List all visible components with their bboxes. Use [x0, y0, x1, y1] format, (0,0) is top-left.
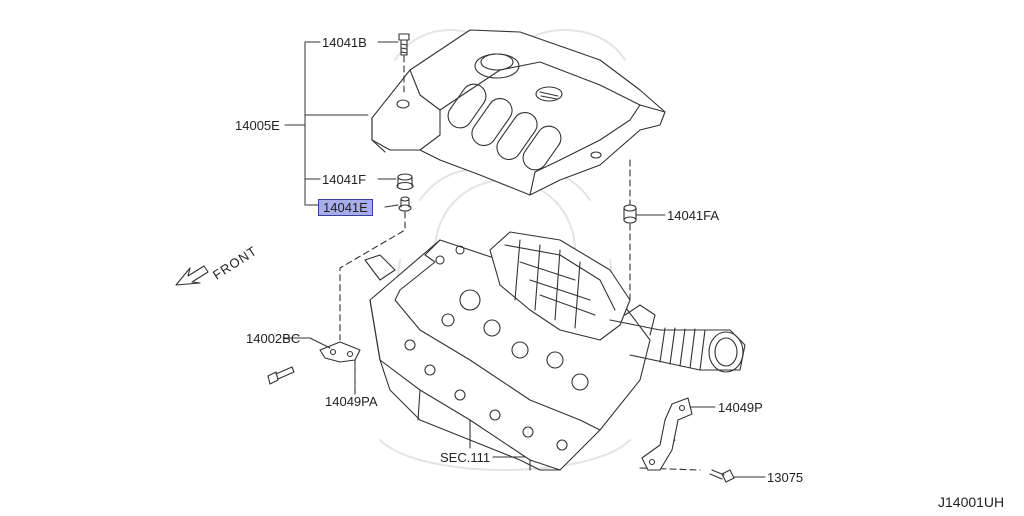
front-arrow-icon	[175, 265, 209, 286]
callout-14041E[interactable]: 14041E	[318, 199, 373, 216]
bolt-14002BC[interactable]	[267, 366, 295, 385]
spacer-14041E[interactable]	[398, 196, 412, 212]
callout-14041FA[interactable]: 14041FA	[667, 208, 720, 223]
callout-14049P[interactable]: 14049P	[718, 400, 763, 415]
engine-cover-14005E[interactable]	[371, 29, 666, 196]
callout-13075[interactable]: 13075	[767, 470, 804, 485]
leader-lines	[282, 41, 766, 478]
bracket-14049P[interactable]	[641, 397, 693, 471]
callout-14041F[interactable]: 14041F	[322, 172, 367, 187]
bolt-14041B[interactable]	[398, 33, 410, 56]
callout-sec111[interactable]: SEC.111	[440, 450, 491, 465]
diagram-code: J14001UH	[938, 494, 1005, 510]
callout-14041B[interactable]: 14041B	[322, 35, 367, 50]
callout-14049PA[interactable]: 14049PA	[325, 394, 378, 409]
grommet-14041FA[interactable]	[623, 204, 637, 224]
bracket-14049PA[interactable]	[319, 341, 361, 363]
bolt-13075[interactable]	[709, 469, 735, 483]
callout-14002BC[interactable]: 14002BC	[246, 331, 301, 346]
intake-assembly[interactable]	[489, 231, 746, 373]
callout-14005E[interactable]: 14005E	[235, 118, 280, 133]
grommet-14041F[interactable]	[396, 173, 414, 191]
